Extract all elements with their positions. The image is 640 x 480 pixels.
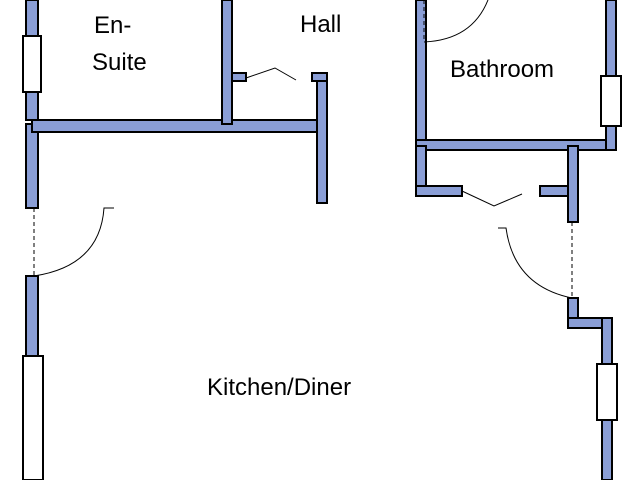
wall-hall-right-cap	[311, 72, 328, 82]
room-label-bathroom: Bathroom	[450, 56, 554, 83]
wall-lobby-bottom-left	[415, 185, 463, 197]
window-ensuite	[22, 35, 42, 93]
window-kitchen-right	[596, 363, 618, 421]
window-bathroom	[600, 75, 622, 127]
wall-left-mid	[25, 123, 39, 209]
window-kitchen-left	[22, 355, 44, 480]
room-label-ensuite-line1: En-	[94, 12, 131, 39]
room-label-ensuite-line2: Suite	[92, 49, 147, 76]
door-ensuite-leaf	[245, 67, 297, 81]
wall-hall-stub	[231, 72, 247, 82]
wall-lobby-right	[567, 145, 579, 223]
wall-hall-right	[316, 72, 328, 204]
door-lobby-leaf	[461, 190, 523, 207]
wall-ensuite-bottom	[31, 119, 325, 133]
door-bathroom-top-arc	[423, 0, 489, 43]
door-kitchen-right-arc	[498, 227, 573, 299]
room-label-kitchen: Kitchen/Diner	[207, 374, 351, 401]
door-kitchen-left-arc	[33, 207, 114, 277]
room-label-hall: Hall	[300, 11, 341, 38]
wall-ensuite-hall	[221, 0, 233, 125]
wall-bath-bottom	[415, 139, 617, 151]
